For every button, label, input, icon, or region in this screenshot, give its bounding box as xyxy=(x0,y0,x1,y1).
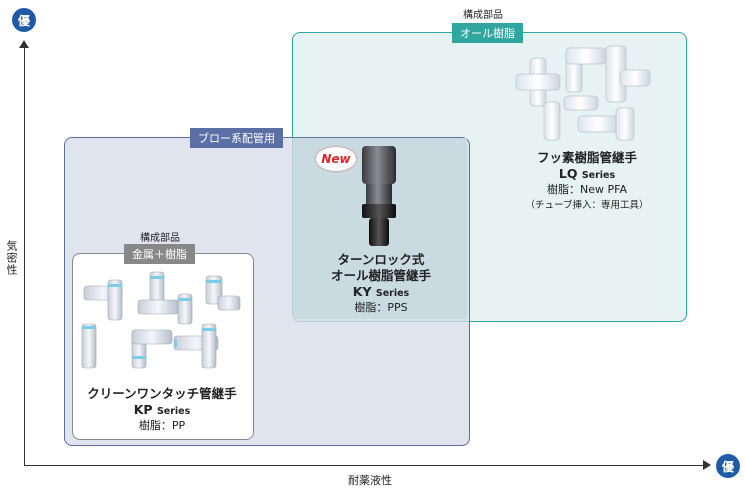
ky-series-code: KY xyxy=(352,284,372,299)
ky-new-badge: New xyxy=(316,147,356,171)
ky-fitting-image xyxy=(362,146,396,246)
ky-series-word: Series xyxy=(375,288,410,299)
lq-series: LQ Series xyxy=(512,166,662,181)
x-axis-badge: 優 xyxy=(716,454,740,478)
blow-tag: ブロー系配管用 xyxy=(190,128,283,148)
lq-series-word: Series xyxy=(581,170,616,181)
lq-title: フッ素樹脂管継手 xyxy=(536,150,637,165)
ky-title-2: オール樹脂管継手 xyxy=(330,268,431,283)
y-axis-badge: 優 xyxy=(12,8,36,32)
lq-material: 樹脂：New PFA xyxy=(547,183,627,196)
all-resin-caption: 構成部品 xyxy=(463,10,503,21)
kp-fittings-image xyxy=(81,271,241,369)
x-axis-arrow xyxy=(703,460,711,470)
all-resin-tag: オール樹脂 xyxy=(452,23,523,43)
metal-resin-caption: 構成部品 xyxy=(140,233,180,244)
metal-resin-tag: 金属＋樹脂 xyxy=(124,244,195,264)
lq-note: （チューブ挿入：専用工具） xyxy=(525,200,649,211)
kp-series-word: Series xyxy=(156,406,191,417)
y-axis-arrow xyxy=(19,40,29,48)
ky-title-1: ターンロック式 xyxy=(337,252,425,267)
kp-series: KP Series xyxy=(74,402,250,417)
kp-title: クリーンワンタッチ管継手 xyxy=(87,386,237,401)
x-axis-label: 耐薬液性 xyxy=(348,474,392,487)
y-axis-line xyxy=(24,44,25,466)
ky-new-text: New xyxy=(321,152,351,166)
lq-product: フッ素樹脂管継手 LQ Series 樹脂：New PFA （チューブ挿入：専用… xyxy=(512,150,662,211)
ky-material: 樹脂：PPS xyxy=(354,301,408,314)
ky-product: ターンロック式 オール樹脂管継手 KY Series 樹脂：PPS xyxy=(298,252,464,315)
y-axis-label: 気密性 xyxy=(5,240,18,276)
kp-material: 樹脂：PP xyxy=(138,419,186,432)
lq-fittings-image xyxy=(515,45,651,141)
x-axis-line xyxy=(24,465,704,466)
kp-product: クリーンワンタッチ管継手 KP Series 樹脂：PP xyxy=(74,386,250,433)
ky-series: KY Series xyxy=(298,284,464,299)
lq-series-code: LQ xyxy=(558,166,578,181)
kp-series-code: KP xyxy=(133,402,153,417)
